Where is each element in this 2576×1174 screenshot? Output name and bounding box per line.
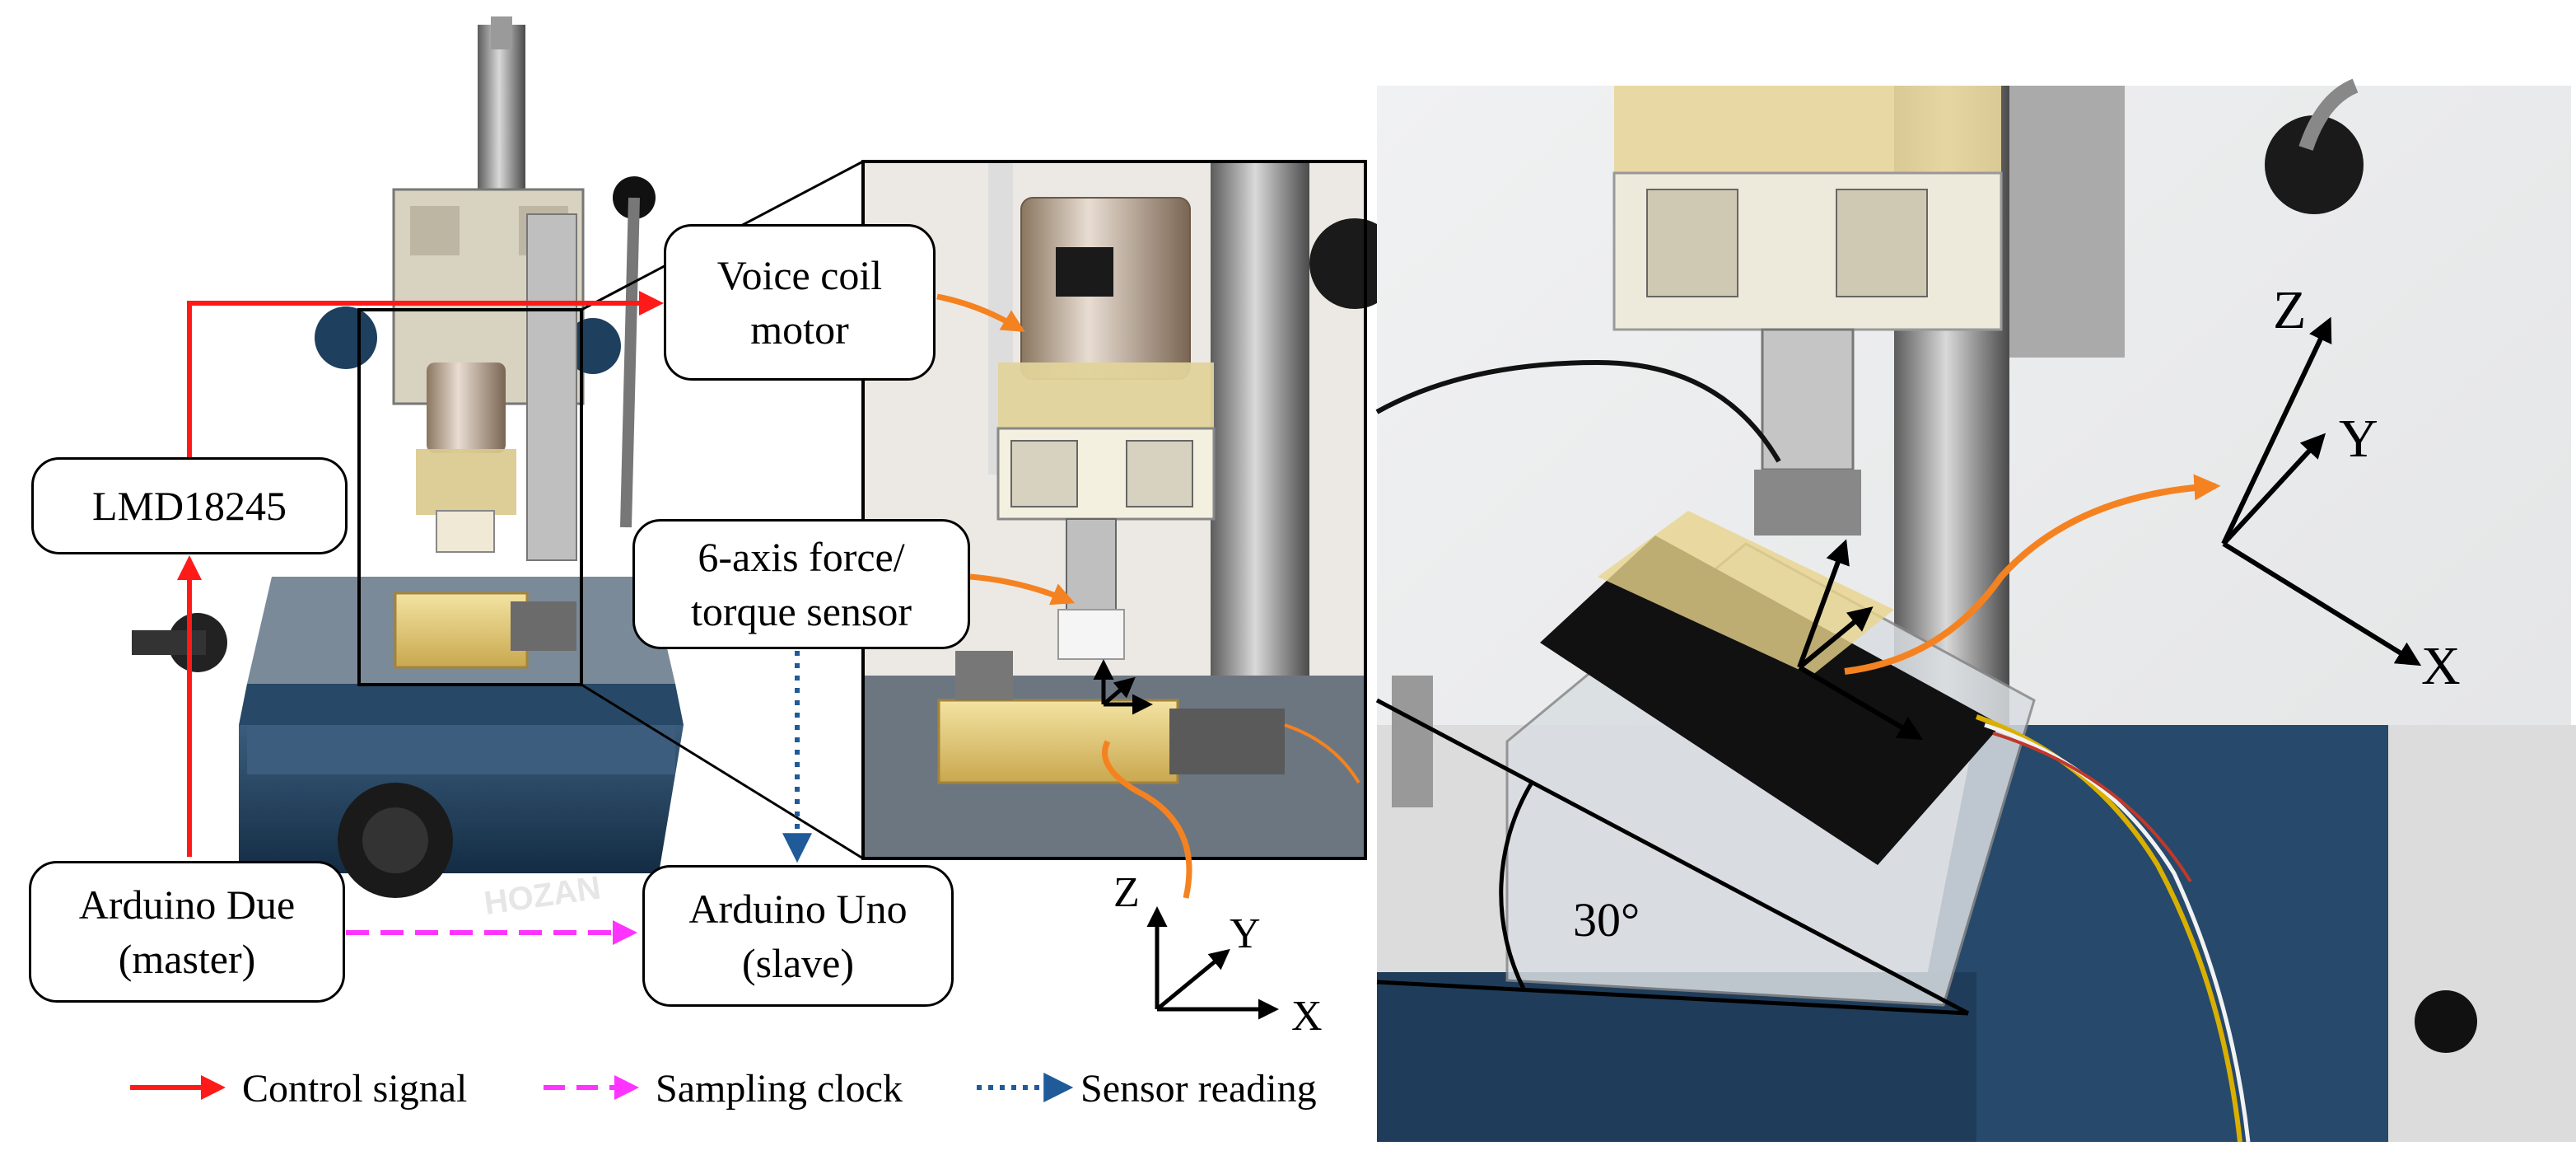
pointer-sensor (969, 573, 1076, 606)
force-sensor-box: 6-axis force/ torque sensor (632, 519, 970, 649)
arduino-uno-line-1: Arduino Uno (688, 886, 908, 932)
left-axes (1146, 906, 1279, 1020)
left-axis-x-label: X (1291, 993, 1323, 1040)
lmd18245-label: LMD18245 (91, 483, 287, 529)
voice-coil-line-1: Voice coil (716, 252, 883, 298)
right-axis-x-label: X (2421, 636, 2461, 696)
left-photo: HOZAN (132, 16, 684, 922)
legend-sensor-reading: Sensor reading (1080, 1067, 1317, 1111)
arduino-uno-box: Arduino Uno (slave) (642, 865, 954, 1007)
arduino-due-line-1: Arduino Due (78, 882, 296, 928)
right-axis-y-label: Y (2339, 409, 2378, 469)
left-axis-z-label: Z (1113, 869, 1140, 916)
brand-text: HOZAN (482, 870, 603, 922)
pointer-inset-axes (1102, 740, 1192, 899)
legend-sampling-clock: Sampling clock (656, 1067, 903, 1111)
force-sensor-line-2: torque sensor (691, 588, 912, 634)
voice-coil-motor-box: Voice coil motor (664, 224, 936, 381)
pointer-motor (936, 293, 1025, 333)
tilt-angle-label: 30° (1573, 893, 1640, 947)
right-photo (1375, 78, 2576, 1143)
force-sensor-line-1: 6-axis force/ (698, 534, 905, 580)
inset-force-axes (1093, 659, 1153, 715)
right-axis-z-label: Z (2273, 280, 2307, 340)
inset-zoom (861, 160, 1400, 860)
voice-coil-line-2: motor (750, 306, 849, 353)
right-axes (2221, 316, 2422, 667)
jig-axes (1797, 539, 1924, 741)
legend-control-signal: Control signal (242, 1067, 468, 1111)
left-axis-y-label: Y (1230, 910, 1261, 957)
arduino-due-line-2: (master) (118, 936, 256, 982)
pointer-right-axes (1844, 474, 2221, 675)
control-signal-lines (177, 291, 664, 857)
zoom-line-bottom (581, 683, 864, 860)
arduino-due-box: Arduino Due (master) (29, 861, 345, 1003)
lmd18245-box: LMD18245 (31, 457, 348, 554)
arduino-uno-line-2: (slave) (741, 940, 855, 986)
